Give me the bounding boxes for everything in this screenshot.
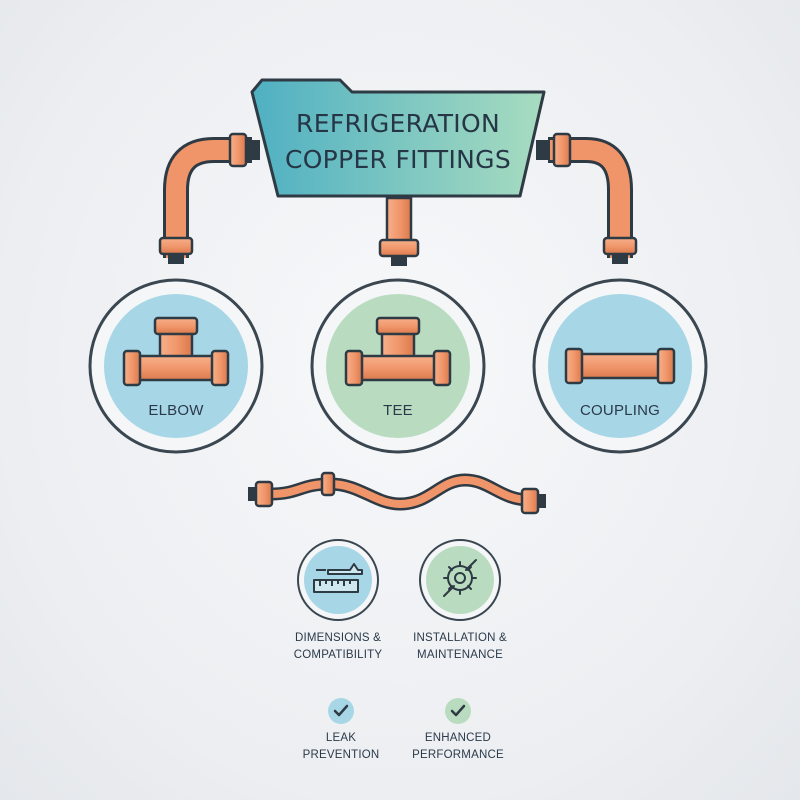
feature-label-line: MAINTENANCE [417,649,503,661]
feature-label-line: DIMENSIONS & [294,632,382,644]
wavy-copper-tube [248,471,546,515]
checkmark-icon [450,704,466,717]
benefit-enhanced-performance [445,698,471,724]
feature-label-line: INSTALLATION & [413,632,507,644]
checkmark-icon [333,704,349,717]
feature-label-line: COMPATIBILITY [293,649,383,661]
ruler-measure-icon [313,563,363,593]
fitting-label-elbow: ELBOW [148,402,204,419]
coupling-fitting-icon [564,347,676,385]
feature-label-dimensions: DIMENSIONS & COMPATIBILITY [268,630,408,664]
fitting-label-coupling: COUPLING [580,402,660,419]
benefit-label-line: LEAK [325,732,357,744]
feature-label-installation: INSTALLATION & MAINTENANCE [390,630,530,664]
elbow-fitting-icon [122,316,230,387]
benefit-label-line: PERFORMANCE [412,749,504,761]
connector-pipe-middle [378,196,420,266]
benefit-label-leak: LEAK PREVENTION [271,730,411,764]
gear-wrench-icon [443,559,477,597]
tee-fitting-icon [344,316,452,387]
feature-dimensions [297,539,379,621]
connector-pipe-right [536,132,638,264]
title-line-1: REFRIGERATION [296,109,500,138]
benefit-label-line: ENHANCED [424,732,492,744]
feature-installation [419,539,501,621]
title-line-2: COPPER FITTINGS [284,145,512,174]
fitting-label-tee: TEE [383,402,413,419]
benefit-label-performance: ENHANCED PERFORMANCE [388,730,528,764]
title-banner [250,78,546,198]
benefit-leak-prevention [328,698,354,724]
connector-pipe-left [158,132,260,264]
benefit-label-line: PREVENTION [302,749,380,761]
page-title: REFRIGERATION COPPER FITTINGS [262,106,534,178]
